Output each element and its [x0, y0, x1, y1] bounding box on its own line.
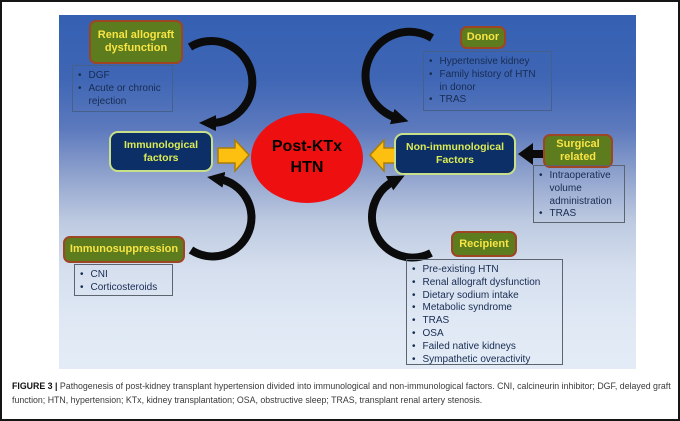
bullet-text: Corticosteroids	[90, 281, 158, 293]
curved-arrow-immunosuppression-to-immunological	[188, 171, 256, 261]
bullet-item: • CNI	[80, 269, 167, 282]
bullet-text: DGF	[88, 70, 110, 81]
category-surgical-related: Surgical related	[543, 134, 613, 168]
bullet-item: • Acute or chronic rejection	[78, 83, 167, 109]
factor-label: Non-immunological Factors	[406, 141, 504, 166]
category-immunosuppression: Immunosuppression	[63, 236, 185, 263]
bullet-item: • Sympathetic overactivity	[412, 354, 557, 367]
diagram-background: Renal allograft dysfunction Donor Surgic…	[59, 15, 636, 369]
bullet-icon: •	[412, 302, 416, 314]
category-renal-allograft-dysfunction: Renal allograft dysfunction	[89, 20, 183, 64]
bullet-text: TRAS	[439, 94, 467, 106]
curved-arrow-recipient-to-nonimmunological	[368, 175, 433, 262]
bullet-icon: •	[412, 276, 416, 288]
yellow-arrow-right-icon	[217, 138, 251, 173]
bullet-item: • OSA	[412, 328, 557, 341]
bullet-text: Acute or chronic rejection	[88, 82, 161, 107]
bullet-item: • TRAS	[539, 208, 619, 221]
ellipse-label-line2: HTN	[290, 159, 324, 176]
list-recipient: • Pre-existing HTN • Renal allograft dysfun…	[406, 259, 563, 365]
bullet-icon: •	[412, 327, 416, 339]
factor-immunological: Immunological factors	[109, 131, 213, 172]
bullet-item: • Family history of HTN in donor	[429, 69, 546, 95]
bullet-text: Intraoperative volume administration	[549, 170, 612, 207]
bullet-item: • TRAS	[429, 94, 546, 107]
bullet-text: TRAS	[549, 208, 577, 220]
bullet-item: • Hypertensive kidney	[429, 56, 546, 69]
factor-non-immunological: Non-immunological Factors	[394, 133, 516, 175]
bullet-item: • Corticosteroids	[80, 282, 167, 295]
category-label: Immunosuppression	[69, 243, 179, 256]
bullet-text: Dietary sodium intake	[422, 289, 519, 301]
list-renal: • DGF • Acute or chronic rejection	[72, 65, 173, 112]
bullet-icon: •	[78, 82, 82, 94]
category-label: Renal allograft dysfunction	[97, 29, 175, 54]
bullet-text: OSA	[422, 327, 444, 339]
bullet-icon: •	[80, 281, 84, 293]
curved-arrow-renal-to-immunological	[187, 37, 257, 132]
bullet-icon: •	[412, 353, 416, 365]
category-label: Recipient	[459, 237, 509, 250]
bullet-item: • DGF	[78, 70, 167, 83]
bullet-icon: •	[412, 340, 416, 352]
bullet-text: Metabolic syndrome	[422, 302, 512, 314]
bullet-icon: •	[412, 315, 416, 327]
bullet-text: Failed native kidneys	[422, 340, 516, 352]
bullet-text: Family history of HTN in donor	[439, 68, 536, 93]
ellipse-label-line1: Post-KTx	[271, 138, 343, 156]
bullet-icon: •	[539, 170, 543, 181]
factor-label: Immunological factors	[123, 138, 199, 164]
bullet-item: • Renal allograft dysfunction	[412, 277, 557, 290]
list-donor: • Hypertensive kidney • Family history of H…	[423, 51, 552, 111]
bullet-item: • Metabolic syndrome	[412, 302, 557, 315]
bullet-item: • Failed native kidneys	[412, 341, 557, 354]
bullet-icon: •	[429, 56, 433, 67]
bullet-text: CNI	[90, 269, 108, 280]
list-immunosuppression: • CNI • Corticosteroids	[74, 264, 173, 296]
post-ktx-htn-ellipse: Post-KTx HTN	[251, 113, 363, 203]
bullet-text: Sympathetic overactivity	[422, 353, 531, 365]
bullet-text: TRAS	[422, 315, 450, 327]
bullet-item: • Dietary sodium intake	[412, 290, 557, 303]
bullet-item: • TRAS	[412, 315, 557, 328]
bullet-icon: •	[80, 269, 84, 280]
bullet-icon: •	[412, 289, 416, 301]
bullet-icon: •	[429, 68, 433, 80]
bullet-icon: •	[429, 94, 433, 106]
list-surgical: • Intraoperative volume administration • TR…	[533, 165, 625, 223]
bullet-item: • Pre-existing HTN	[412, 264, 557, 277]
bullet-text: Renal allograft dysfunction	[422, 276, 541, 288]
category-label: Surgical related	[556, 138, 600, 163]
bullet-icon: •	[412, 264, 416, 275]
bullet-text: Hypertensive kidney	[439, 56, 530, 67]
category-donor: Donor	[460, 26, 506, 49]
figure-caption: FIGURE 3 | Pathogenesis of post-kidney t…	[12, 380, 672, 407]
bullet-icon: •	[539, 208, 543, 220]
caption-text: Pathogenesis of post-kidney transplant h…	[12, 381, 671, 405]
bullet-item: • Intraoperative volume administration	[539, 170, 619, 208]
category-recipient: Recipient	[451, 231, 517, 257]
category-label: Donor	[466, 31, 500, 44]
bullet-icon: •	[78, 70, 82, 81]
caption-label: FIGURE 3 |	[12, 381, 58, 391]
bullet-text: Pre-existing HTN	[422, 264, 499, 275]
